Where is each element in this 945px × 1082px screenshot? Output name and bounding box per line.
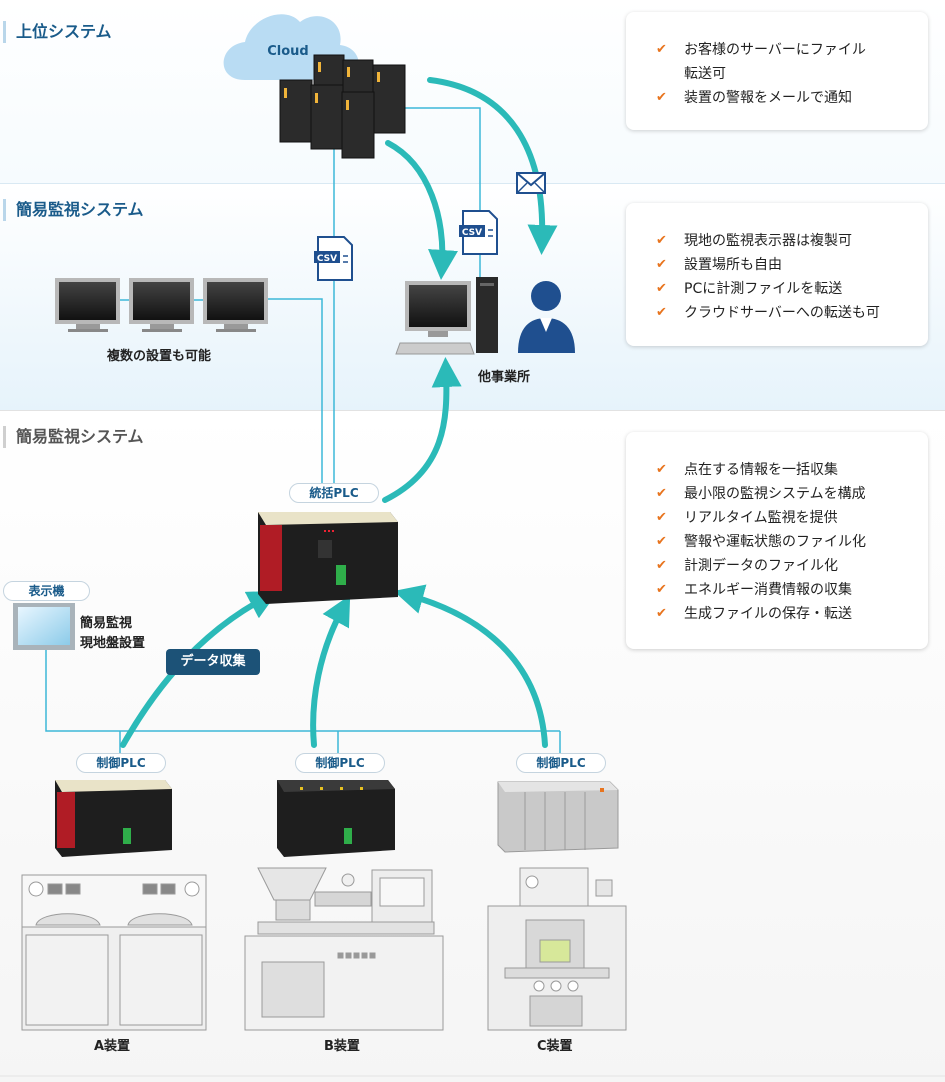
csv-file-icon — [459, 210, 498, 255]
check-icon: ✔ — [656, 42, 667, 57]
data-collection-badge: データ収集 — [166, 649, 260, 675]
mail-icon — [516, 172, 546, 194]
feature-item: ✔エネルギー消費情報の収集 — [656, 578, 866, 602]
feature-item: ✔点在する情報を一括収集 — [656, 458, 866, 482]
office-caption: 他事業所 — [478, 370, 531, 385]
machine-b-label: B装置 — [324, 1039, 360, 1054]
server-rack-icon — [279, 54, 406, 159]
feature-item: ✔装置の警報をメールで通知 — [656, 86, 866, 110]
check-icon: ✔ — [656, 558, 667, 573]
feature-item: ✔設置場所も自由 — [656, 253, 880, 277]
feature-item: ✔クラウドサーバーへの転送も可 — [656, 301, 880, 325]
check-icon: ✔ — [656, 582, 667, 597]
machine-c-icon — [487, 867, 627, 1031]
data-flow-arrows — [120, 77, 558, 748]
control-plc-a-icon — [55, 780, 172, 857]
check-icon: ✔ — [656, 257, 667, 272]
check-icon: ✔ — [656, 606, 667, 621]
feature-item: 転送可 — [684, 66, 726, 82]
monitors-caption: 複数の設置も可能 — [107, 349, 212, 364]
feature-item: ✔最小限の監視システムを構成 — [656, 482, 866, 506]
check-icon: ✔ — [656, 534, 667, 549]
monitor-icon — [203, 278, 268, 332]
feature-item: ✔計測データのファイル化 — [656, 554, 866, 578]
feature-item: ✔警報や運転状態のファイル化 — [656, 530, 866, 554]
control-plc-b-icon — [277, 780, 395, 857]
control-plc-label-c: 制御PLC — [516, 753, 606, 773]
check-icon: ✔ — [656, 462, 667, 477]
feature-card-plc: ✔点在する情報を一括収集 ✔最小限の監視システムを構成 ✔リアルタイム監視を提供… — [626, 432, 928, 649]
user-icon — [518, 281, 575, 353]
check-icon: ✔ — [656, 281, 667, 296]
master-plc-label: 統括PLC — [289, 483, 379, 503]
cloud-label: Cloud — [267, 44, 309, 59]
csv-label: CSV — [317, 254, 337, 264]
section-title-upper: 上位システム — [3, 21, 112, 43]
network-lines — [45, 107, 561, 755]
check-icon: ✔ — [656, 233, 667, 248]
machine-b-icon — [244, 867, 444, 1031]
touch-display-icon — [13, 603, 75, 650]
display-desc-2: 現地盤設置 — [80, 636, 146, 651]
monitor-icon — [55, 278, 120, 332]
csv-label: CSV — [462, 228, 482, 238]
machine-a-icon — [21, 874, 207, 1031]
check-icon: ✔ — [656, 305, 667, 320]
feature-card-monitor: ✔現地の監視表示器は複製可 ✔設置場所も自由 ✔PCに計測ファイルを転送 ✔クラ… — [626, 203, 928, 346]
feature-item: ✔お客様のサーバーにファイル — [656, 38, 866, 62]
control-plc-label-a: 制御PLC — [76, 753, 166, 773]
display-desc-1: 簡易監視 — [80, 616, 133, 631]
check-icon: ✔ — [656, 510, 667, 525]
feature-item: ✔現地の監視表示器は複製可 — [656, 229, 880, 253]
feature-item: ✔リアルタイム監視を提供 — [656, 506, 866, 530]
machine-a-label: A装置 — [94, 1039, 131, 1054]
desktop-pc-icon — [395, 277, 498, 355]
master-plc-icon — [258, 512, 398, 604]
feature-item: ✔生成ファイルの保存・転送 — [656, 602, 866, 626]
section-title-plc: 簡易監視システム — [3, 426, 144, 448]
display-label: 表示機 — [3, 581, 90, 601]
control-plc-c-icon — [497, 781, 619, 853]
check-icon: ✔ — [656, 486, 667, 501]
csv-file-icon — [314, 236, 353, 281]
monitor-icon — [129, 278, 194, 332]
section-title-monitor: 簡易監視システム — [3, 199, 144, 221]
control-plc-label-b: 制御PLC — [295, 753, 385, 773]
machine-c-label: C装置 — [537, 1039, 573, 1054]
feature-item: ✔PCに計測ファイルを転送 — [656, 277, 880, 301]
feature-card-upper: ✔お客様のサーバーにファイル 転送可 ✔装置の警報をメールで通知 — [626, 12, 928, 130]
check-icon: ✔ — [656, 90, 667, 105]
